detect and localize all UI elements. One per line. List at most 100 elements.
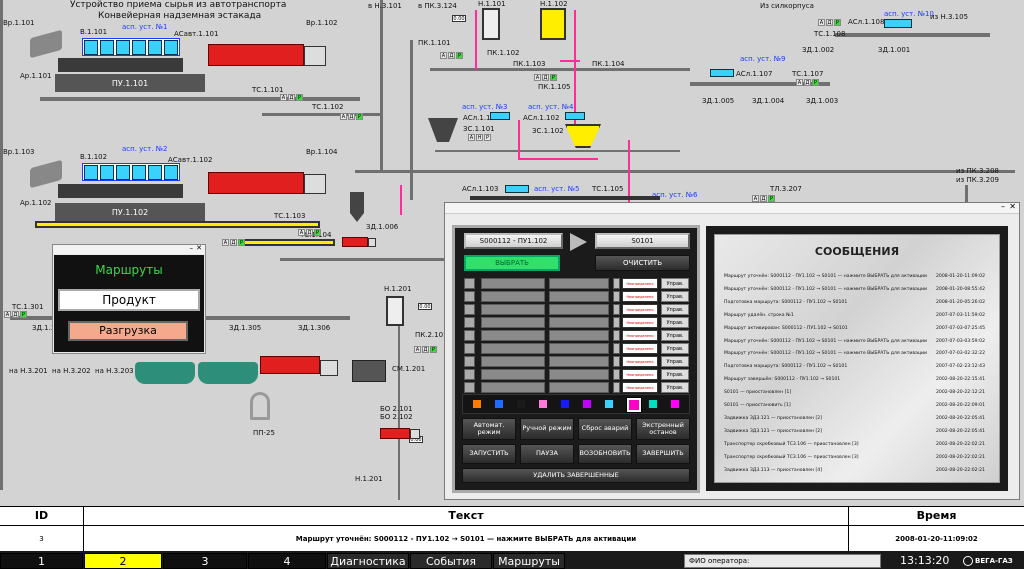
row-target-cell[interactable] [549, 343, 609, 354]
row-source-cell[interactable] [481, 304, 545, 315]
unloading-button[interactable]: Разгрузка [68, 321, 188, 341]
row-target-cell[interactable] [549, 382, 609, 393]
color-swatch[interactable] [626, 397, 642, 413]
color-swatch[interactable] [561, 400, 569, 408]
table-row[interactable]: 3 Маршрут уточнён: S000112 - ПУ1.102 → S… [0, 526, 1024, 552]
pu-1101[interactable]: ПУ.1.101 [55, 74, 205, 92]
minimize-icon[interactable]: – [189, 244, 194, 252]
row-source-cell[interactable] [481, 330, 545, 341]
color-swatch[interactable] [649, 400, 657, 408]
row-source-cell[interactable] [481, 343, 545, 354]
row-control-button[interactable]: Управ. [661, 317, 689, 328]
row-target-cell[interactable] [549, 369, 609, 380]
row-checkbox[interactable] [464, 304, 475, 315]
minimize-icon[interactable]: – [1001, 202, 1005, 211]
conveyor-tc1103[interactable] [35, 221, 320, 228]
color-swatch[interactable] [539, 400, 547, 408]
manual-mode-button[interactable]: Ручной режим [520, 418, 574, 440]
nav-button-2[interactable]: 2 [84, 553, 162, 569]
conveyor-tc1105[interactable] [470, 196, 660, 200]
delete-finished-button[interactable]: УДАЛИТЬ ЗАВЕРШЕННЫЕ [462, 468, 690, 483]
pause-button[interactable]: ПАУЗА [520, 444, 574, 464]
row-checkbox[interactable] [464, 317, 475, 328]
select-button[interactable]: ВЫБРАТЬ [464, 255, 560, 271]
row-checkbox[interactable] [464, 343, 475, 354]
row-source-cell[interactable] [481, 278, 545, 289]
row-checkbox[interactable] [464, 369, 475, 380]
row-target-cell[interactable] [549, 356, 609, 367]
product-button[interactable]: Продукт [58, 289, 200, 311]
label-iz3105: из Н.3.105 [930, 13, 969, 21]
color-swatch[interactable] [583, 400, 591, 408]
emergency-stop-button[interactable]: Экстренный останов [636, 418, 690, 440]
row-control-button[interactable]: Управ. [661, 330, 689, 341]
nav-routes[interactable]: Маршруты [493, 553, 565, 569]
row-control-button[interactable]: Управ. [661, 382, 689, 393]
reset-alarms-button[interactable]: Сброс аварий [578, 418, 632, 440]
nav-diagnostics[interactable]: Диагностика [327, 553, 409, 569]
row-control-button[interactable]: Управ. [661, 343, 689, 354]
pu-1102[interactable]: ПУ.1.102 [55, 203, 205, 221]
row-control-button[interactable]: Управ. [661, 369, 689, 380]
row-control-button[interactable]: Управ. [661, 356, 689, 367]
route-from-field[interactable]: S000112 - ПУ1.102 [464, 233, 563, 249]
close-icon[interactable]: ✕ [1009, 202, 1016, 211]
row-checkbox[interactable] [464, 278, 475, 289]
row-checkbox[interactable] [464, 382, 475, 393]
color-swatch[interactable] [495, 400, 503, 408]
row-target-cell[interactable] [549, 317, 609, 328]
color-swatch[interactable] [473, 400, 481, 408]
message-text: Подготовка маршрута: S000112 - ПУ1.102 →… [724, 299, 848, 305]
nav-button-4[interactable]: 4 [248, 553, 326, 569]
row-checkbox[interactable] [464, 291, 475, 302]
message-time: 2002-08-20-22:12:21 [936, 390, 985, 396]
row-checkbox[interactable] [464, 330, 475, 341]
row-control-button[interactable]: Управ. [661, 278, 689, 289]
row-source-cell[interactable] [481, 356, 545, 367]
nav-button-1[interactable]: 1 [0, 553, 83, 569]
row-status: Неопределено [622, 291, 658, 302]
color-swatch[interactable] [605, 400, 613, 408]
clear-button[interactable]: ОЧИСТИТЬ [595, 255, 690, 271]
filter-zc1101[interactable] [428, 118, 458, 142]
row-checkbox[interactable] [464, 356, 475, 367]
row-control-button[interactable]: Управ. [661, 304, 689, 315]
row-source-cell[interactable] [481, 382, 545, 393]
auto-mode-button[interactable]: Автомат. режим [462, 418, 516, 440]
aspiration-unit-1[interactable] [82, 38, 180, 56]
resume-button[interactable]: ВОЗОБНОВИТЬ [578, 444, 632, 464]
hopper-h1102[interactable] [540, 8, 566, 40]
start-button[interactable]: ЗАПУСТИТЬ [462, 444, 516, 464]
row-target-cell[interactable] [549, 278, 609, 289]
nav-button-3[interactable]: 3 [163, 553, 247, 569]
row-control-button[interactable]: Управ. [661, 291, 689, 302]
row-target-cell[interactable] [549, 330, 609, 341]
label-nah3202: на Н.3.202 [52, 367, 91, 375]
nav-events[interactable]: События [410, 553, 492, 569]
row-target-cell[interactable] [549, 304, 609, 315]
aspiration-unit-2[interactable] [82, 163, 180, 181]
close-icon[interactable]: ✕ [196, 244, 202, 252]
color-swatch[interactable] [517, 400, 525, 408]
finish-button[interactable]: ЗАВЕРШИТЬ [636, 444, 690, 464]
row-source-cell[interactable] [481, 369, 545, 380]
color-swatch[interactable] [671, 400, 679, 408]
operator-field[interactable]: ФИО оператора: [684, 554, 881, 568]
conveyor-tc1104[interactable] [240, 239, 335, 246]
clock: 13:13:20 [900, 554, 950, 567]
row-target-cell[interactable] [549, 291, 609, 302]
filter-zc1102[interactable] [565, 124, 601, 148]
row-source-cell[interactable] [481, 291, 545, 302]
row-source-cell[interactable] [481, 317, 545, 328]
route-to-field[interactable]: S0101 [595, 233, 690, 249]
